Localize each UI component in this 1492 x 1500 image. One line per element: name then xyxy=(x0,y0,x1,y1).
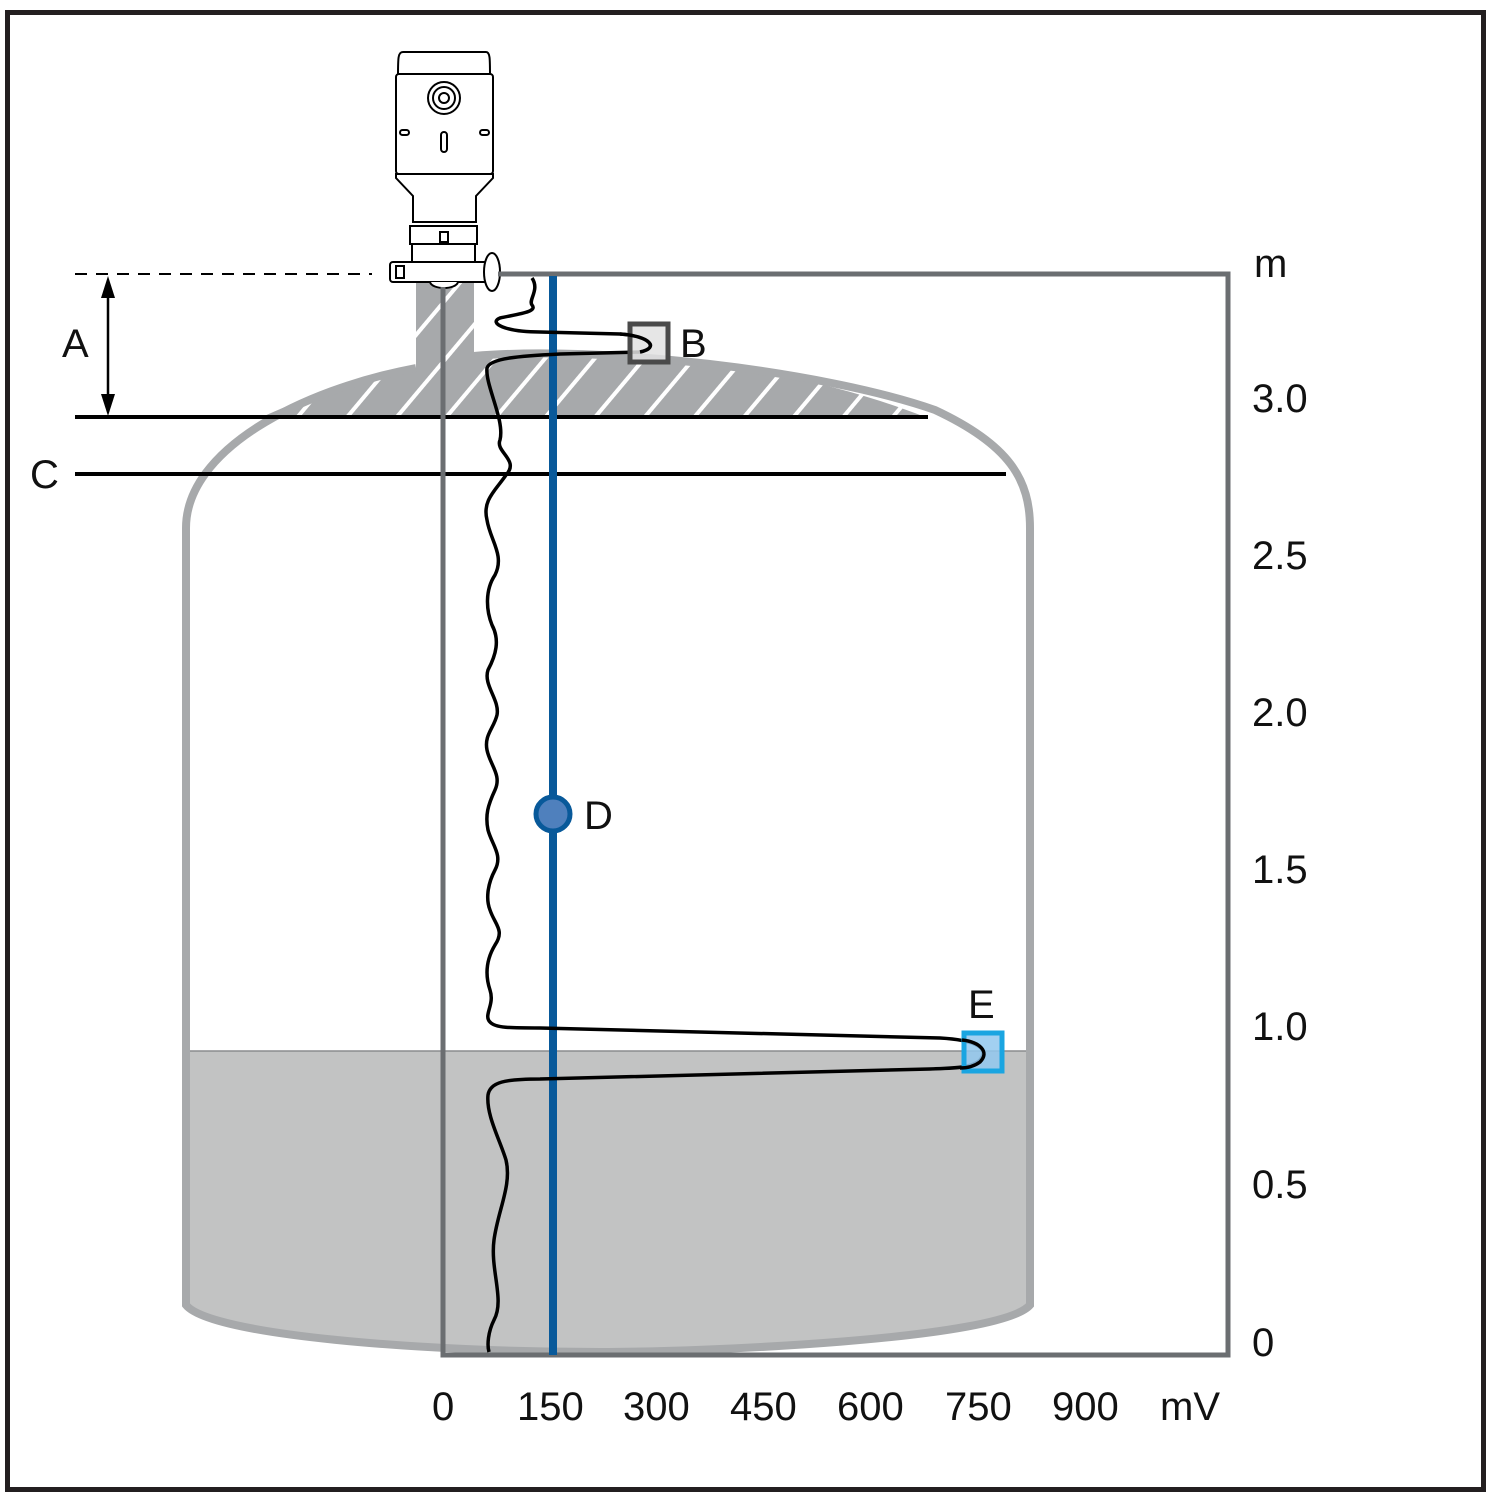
x-tick: 0 xyxy=(432,1385,454,1429)
y-axis-unit: m xyxy=(1254,242,1287,286)
marker-d xyxy=(533,794,573,834)
y-tick: 1.5 xyxy=(1252,848,1308,892)
x-tick: 600 xyxy=(837,1385,904,1429)
x-tick: 750 xyxy=(945,1385,1012,1429)
label-b: B xyxy=(680,322,707,366)
x-tick: 450 xyxy=(730,1385,797,1429)
label-a: A xyxy=(62,322,89,366)
x-tick: 300 xyxy=(623,1385,690,1429)
y-tick: 0 xyxy=(1252,1321,1274,1365)
marker-b xyxy=(619,321,671,365)
dimension-arrow-a xyxy=(101,276,115,416)
x-axis-unit: mV xyxy=(1160,1385,1220,1429)
label-c: C xyxy=(30,453,59,497)
x-tick: 900 xyxy=(1052,1385,1119,1429)
y-tick: 0.5 xyxy=(1252,1163,1308,1207)
dead-zone-hatch xyxy=(262,282,925,417)
y-tick: 3.0 xyxy=(1252,377,1308,421)
y-axis: m 3.0 2.5 2.0 1.5 1.0 0.5 0 xyxy=(1252,242,1308,1365)
x-axis: 0 150 300 450 600 750 900 mV xyxy=(432,1385,1220,1429)
label-e: E xyxy=(968,983,995,1027)
y-tick: 2.0 xyxy=(1252,691,1308,735)
medium-fill xyxy=(186,1050,1030,1352)
outer-frame xyxy=(5,10,1486,1492)
x-tick: 150 xyxy=(517,1385,584,1429)
marker-e xyxy=(959,1030,1005,1074)
tank-outline xyxy=(182,349,1034,1357)
y-tick: 1.0 xyxy=(1252,1005,1308,1049)
y-tick: 2.5 xyxy=(1252,534,1308,578)
echo-signal-curve xyxy=(484,277,985,1353)
label-d: D xyxy=(584,794,613,838)
level-sensor-icon xyxy=(389,51,501,292)
